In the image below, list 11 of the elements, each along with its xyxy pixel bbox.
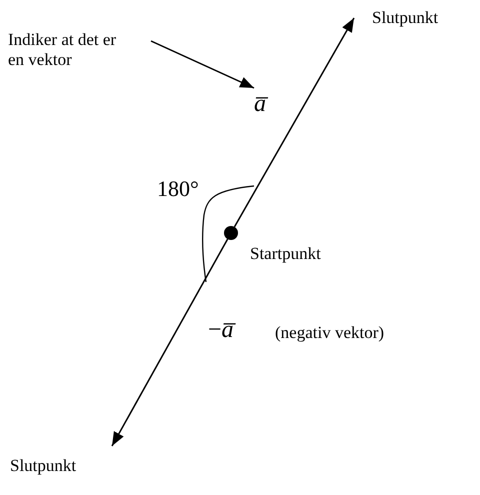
leader-arrow [150, 40, 254, 89]
vector-symbol: a̅ [254, 90, 278, 119]
angle-label: 180° [157, 176, 199, 202]
annotation-text: Indiker at det er en vektor [8, 30, 133, 71]
vector-arrow [234, 18, 355, 228]
end-point-label: Slutpunkt [372, 8, 472, 28]
vector-symbol: −a̅ [208, 316, 234, 345]
vector-arrow [111, 238, 228, 446]
end-point-label: Slutpunkt [10, 456, 110, 476]
point-label: Startpunkt [250, 244, 321, 264]
annotation-text: (negativ vektor) [275, 323, 384, 344]
